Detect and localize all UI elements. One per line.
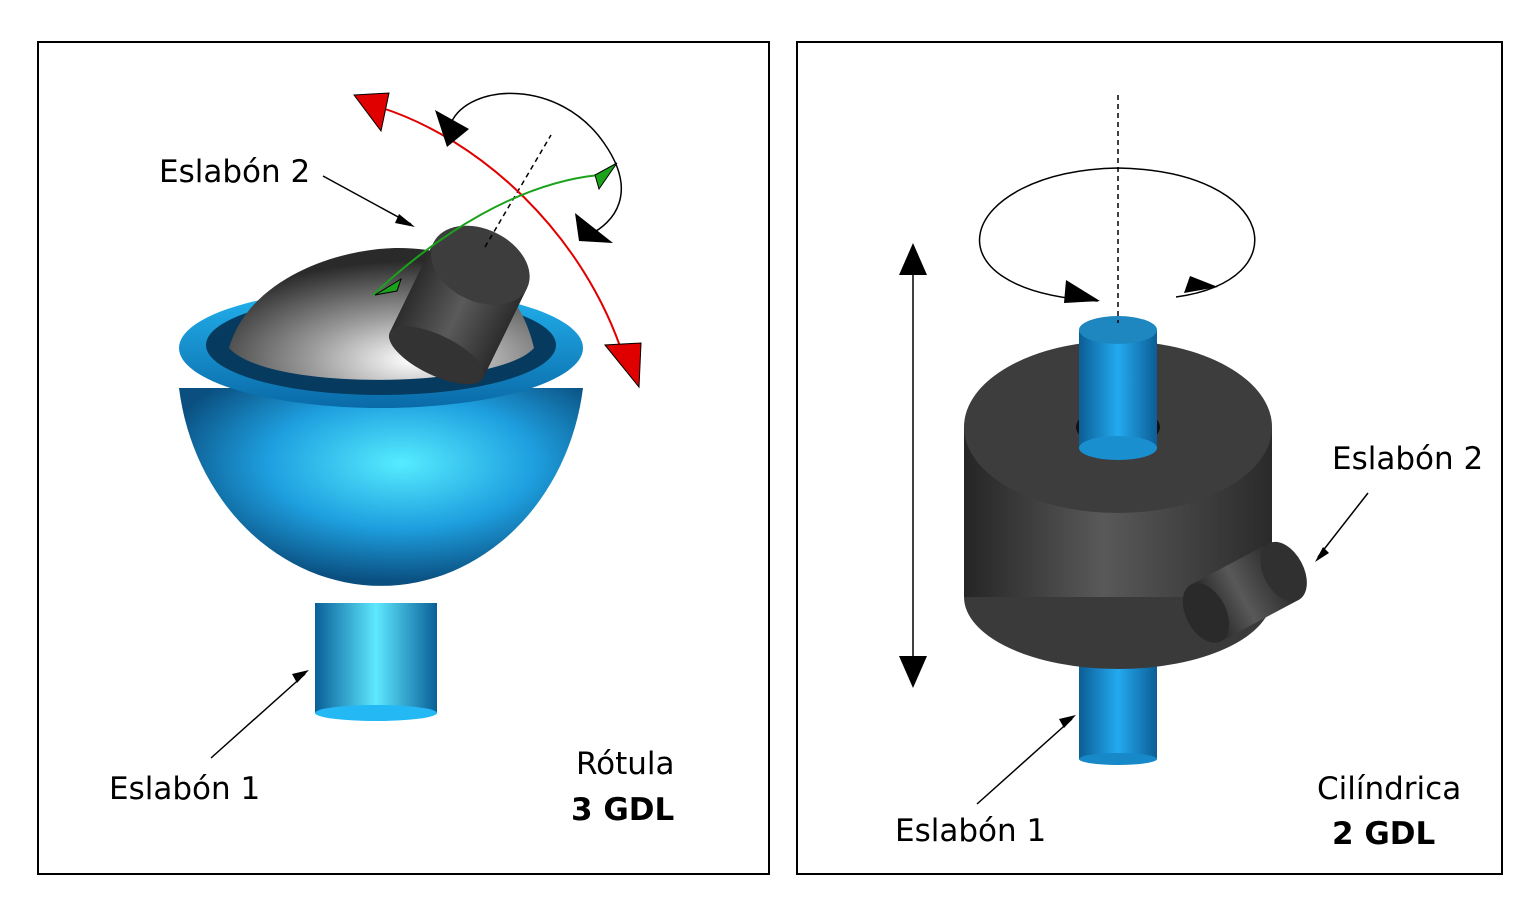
translation-arrow-icon: [899, 243, 927, 688]
dof-count: 2 GDL: [1332, 816, 1436, 852]
link2-cylinder: [388, 225, 530, 385]
link2-leader: [1315, 492, 1369, 562]
link1-label: Eslabón 1: [109, 771, 261, 807]
joint-name: Cilíndrica: [1317, 771, 1462, 807]
cylindrical-joint-panel: Eslabón 2 Eslabón 1 Cilíndrica 2 GDL: [796, 41, 1503, 875]
rotation-arrow-icon: [353, 92, 642, 389]
link2-leader: [322, 175, 415, 227]
link1-leader: [210, 670, 309, 759]
link2-label: Eslabón 2: [159, 154, 311, 190]
spherical-joint-illustration: [179, 92, 642, 759]
rotation-arrow-icon: [978, 167, 1256, 303]
dof-count: 3 GDL: [571, 792, 675, 828]
link1-stem: [315, 603, 437, 721]
rotation-arrow-icon: [435, 92, 622, 243]
link1-label: Eslabón 1: [895, 813, 1047, 849]
cylindrical-joint-illustration: [899, 95, 1369, 805]
link1-leader: [976, 715, 1076, 805]
link2-label: Eslabón 2: [1332, 441, 1484, 477]
joint-name: Rótula: [576, 746, 675, 782]
link2-side-cylinder: [1182, 541, 1307, 643]
rotation-arrow-icon: [372, 162, 618, 296]
spherical-joint-panel: Eslabón 2 Eslabón 1 Rótula 3 GDL: [37, 41, 770, 875]
link1-shaft-top: [1079, 316, 1157, 460]
